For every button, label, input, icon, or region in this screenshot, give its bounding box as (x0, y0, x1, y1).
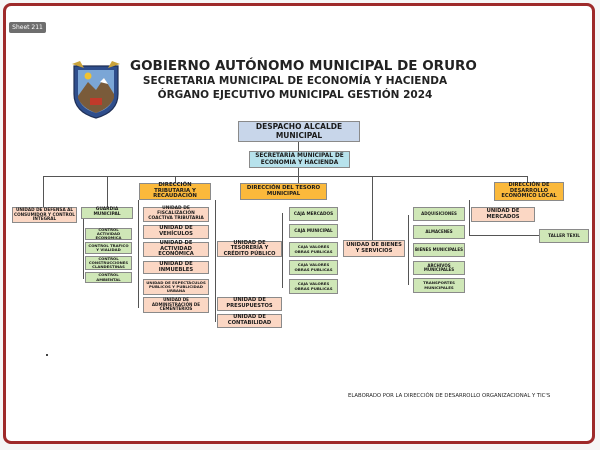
tributaria-unit-box: UNIDAD DE ESPECTÁCULOS PÚBLICOS Y PUBLIC… (143, 279, 209, 295)
connector-line (215, 200, 216, 322)
footer-credit: ELABORADO POR LA DIRECCIÓN DE DESARROLLO… (348, 393, 551, 399)
direccion-desarrollo-box: DIRECCIÓN DE DESARROLLO ECONÓMICO LOCAL (494, 182, 564, 201)
tributaria-unit-box: UNIDAD DE FISCALIZACIÓN COACTIVA TRIBUTA… (143, 206, 209, 222)
guardia-item-box: CONTROL TRAFICO Y VIALIDAD (85, 242, 132, 254)
caja-box: CAJA VALORES OBRAS PUBLICAS (289, 242, 338, 257)
caja-box: CAJA MERCADOS (289, 207, 338, 221)
direccion-tributaria-box: DIRECCIÓN TRIBUTARIA Y RECAUDACIÓN (139, 182, 211, 200)
page-subtitle-management: ÓRGANO EJECUTIVO MUNICIPAL GESTIÓN 2024 (157, 89, 433, 101)
caja-box: CAJA VALORES OBRAS PUBLICAS (289, 279, 338, 294)
page-title: GOBIERNO AUTÓNOMO MUNICIPAL DE ORURO (130, 58, 477, 74)
secretaria-box: SECRETARÍA MUNICIPAL DE ECONOMIA Y HACIE… (249, 151, 350, 168)
caja-box: CAJA MUNICIPAL (289, 224, 338, 238)
connector-line (138, 200, 139, 308)
connector-line (408, 215, 409, 285)
tributaria-unit-box: UNIDAD DE ACTIVIDAD ECONÓMICA (143, 240, 209, 257)
mercados-box: UNIDAD DE MERCADOS (471, 207, 535, 222)
tributaria-unit-box: UNIDAD DE INMUEBLES (143, 261, 209, 274)
bienes-item-box: ARCHIVOS MUNICIPALES (413, 261, 465, 275)
defensa-consumidor-box: UNIDAD DE DEFENSA AL CONSUMIDOR Y CONTRO… (12, 207, 77, 223)
bienes-item-box: ADQUISICIONES (413, 207, 465, 221)
connector-line (298, 176, 299, 183)
connector-line (298, 167, 299, 176)
tributaria-unit-box: UNIDAD DE ADMINISTRACIÓN DE CEMENTERIOS (143, 297, 209, 313)
direccion-tesoro-box: DIRECCIÓN DEL TESORO MUNICIPAL (240, 183, 327, 200)
tributaria-unit-box: UNIDAD DE VEHÍCULOS (143, 225, 209, 239)
caja-box: CAJA VALORES OBRAS PUBLICAS (289, 260, 338, 275)
connector-line (372, 176, 373, 240)
connector-line (298, 141, 299, 152)
connector-line (107, 176, 108, 207)
guardia-item-box: CONTROL ACTIVIDAD ECONOMICA (85, 227, 132, 240)
stray-dot (46, 354, 48, 356)
guardia-municipal-box: GUARDIA MUNICIPAL (81, 207, 133, 219)
tesoreria-box: UNIDAD DE TESORERÍA Y CRÉDITO PÚBLICO (217, 240, 282, 257)
bienes-item-box: BIENES MUNICIPALES (413, 243, 465, 257)
guardia-item-box: CONTROL CONSTRUCCIONES CLANDESTINAS (85, 256, 132, 270)
connector-line (469, 200, 470, 236)
page-subtitle: SECRETARIA MUNICIPAL DE ECONOMÍA Y HACIE… (142, 75, 448, 87)
connector-line (527, 176, 528, 182)
connector-line (83, 219, 84, 279)
connector-line (469, 235, 539, 236)
guardia-item-box: CONTROL AMBIENTAL (85, 272, 132, 283)
taller-textil-box: TALLER TEXIL (539, 229, 589, 243)
contabilidad-box: UNIDAD DE CONTABILIDAD (217, 314, 282, 328)
sheet-tab[interactable]: Sheet 211 (9, 22, 46, 33)
connector-line (175, 176, 176, 183)
bienes-item-box: ALMACENES (413, 225, 465, 239)
connector-line (43, 176, 44, 207)
connector-line (282, 213, 283, 288)
coat-of-arms-logo (72, 61, 120, 119)
bienes-item-box: TRANSPORTES MUNICIPALES (413, 278, 465, 293)
presupuestos-box: UNIDAD DE PRESUPUESTOS (217, 297, 282, 311)
connector-line (43, 176, 527, 177)
despacho-alcalde-box: DESPACHO ALCALDE MUNICIPAL (238, 121, 360, 142)
bienes-servicios-box: UNIDAD DE BIENES Y SERVICIOS (343, 240, 405, 257)
